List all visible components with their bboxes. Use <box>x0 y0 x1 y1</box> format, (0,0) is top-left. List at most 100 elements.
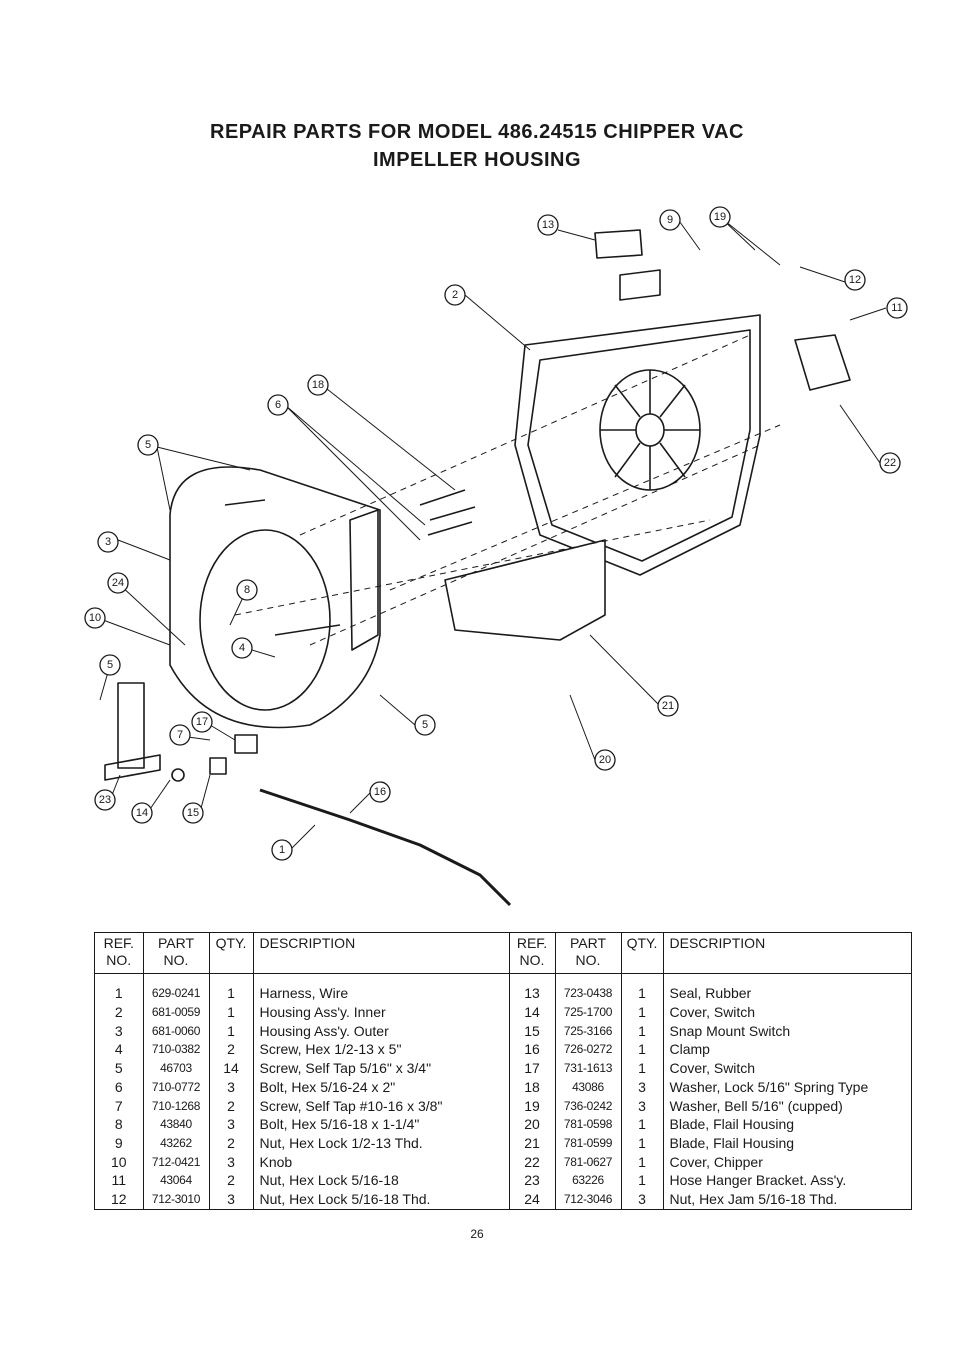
part-cell: 723-0438 <box>554 973 621 1004</box>
svg-text:20: 20 <box>599 754 611 766</box>
callout-7: 7 <box>169 724 191 746</box>
ref-cell: 16 <box>508 1040 555 1060</box>
title-line-2: IMPELLER HOUSING <box>372 149 581 171</box>
qty-cell: 1 <box>620 1152 663 1172</box>
part-cell: 710-1268 <box>142 1096 209 1116</box>
qty-cell: 1 <box>620 1134 663 1153</box>
qty-cell: 1 <box>208 1021 253 1041</box>
desc-cell: Blade, Flail Housing <box>662 1134 911 1153</box>
part-cell: 781-0598 <box>554 1115 621 1135</box>
ref-cell: 3 <box>114 1022 123 1039</box>
svg-text:11: 11 <box>891 302 902 314</box>
table-row: 3 681-0060 1 Housing Ass'y. Outer 15 725… <box>95 1021 911 1041</box>
part-cell: 712-3046 <box>554 1190 621 1209</box>
svg-text:14: 14 <box>136 807 148 819</box>
flail-blade-plate <box>444 539 606 641</box>
svg-text:8: 8 <box>244 584 250 596</box>
callout-24: 24 <box>107 572 129 594</box>
ref-cell: 23 <box>508 1171 555 1191</box>
callout-5-left: 5 <box>99 654 121 676</box>
desc-cell: Screw, Hex 1/2-13 x 5" <box>252 1040 509 1060</box>
ref-cell: 21 <box>508 1134 555 1153</box>
hose-hanger-bracket <box>117 682 145 769</box>
desc-cell: Nut, Hex Lock 1/2-13 Thd. <box>252 1134 509 1153</box>
callout-5-lower: 5 <box>414 714 436 736</box>
table-row: 10 712-0421 3 Knob 22 781-0627 1 Cover, … <box>95 1152 911 1172</box>
svg-text:17: 17 <box>196 716 208 728</box>
table-row: 8 43840 3 Bolt, Hex 5/16-18 x 1-1/4" 20 … <box>95 1115 911 1135</box>
svg-text:5: 5 <box>422 719 428 731</box>
callout-14: 14 <box>131 802 153 824</box>
part-cell: 725-3166 <box>554 1021 621 1041</box>
qty-cell: 3 <box>620 1096 663 1116</box>
callout-9: 9 <box>659 209 681 231</box>
desc-cell: Nut, Hex Lock 5/16-18 Thd. <box>252 1190 509 1209</box>
ref-cell: 5 <box>114 1060 123 1077</box>
qty-cell: 14 <box>208 1059 253 1078</box>
part-cell: 710-0382 <box>142 1040 209 1060</box>
header-desc-right: DESCRIPTION <box>662 933 911 974</box>
desc-cell: Blade, Flail Housing <box>662 1115 911 1135</box>
header-part-left: PART NO. <box>142 933 209 974</box>
svg-text:10: 10 <box>89 612 101 624</box>
svg-text:21: 21 <box>662 700 674 712</box>
desc-cell: Cover, Switch <box>662 1059 911 1078</box>
bolts <box>224 489 476 636</box>
qty-cell: 2 <box>208 1134 253 1153</box>
ref-cell: 8 <box>114 1116 123 1133</box>
svg-text:16: 16 <box>374 786 386 798</box>
callout-11: 11 <box>886 297 908 319</box>
switch-cover <box>234 734 258 754</box>
chipper-cover <box>794 334 851 391</box>
svg-text:23: 23 <box>99 794 111 806</box>
callout-20: 20 <box>594 749 616 771</box>
part-cell: 726-0272 <box>554 1040 621 1060</box>
ref-cell: 10 <box>110 1153 127 1170</box>
table-header-row: REF. NO. PART NO. QTY. DESCRIPTION REF. … <box>95 933 911 974</box>
rubber-seal <box>594 229 643 259</box>
callout-13: 13 <box>537 214 559 236</box>
svg-text:7: 7 <box>177 729 183 741</box>
desc-cell: Nut, Hex Jam 5/16-18 Thd. <box>662 1190 911 1209</box>
qty-cell: 1 <box>620 1003 663 1022</box>
ref-cell: 9 <box>114 1135 123 1152</box>
housing-flange <box>619 269 661 301</box>
part-cell: 712-0421 <box>142 1152 209 1172</box>
part-cell: 681-0060 <box>142 1021 209 1041</box>
qty-cell: 1 <box>620 1115 663 1135</box>
desc-cell: Snap Mount Switch <box>662 1021 911 1041</box>
svg-text:6: 6 <box>275 399 281 411</box>
snap-mount-switch <box>209 757 227 775</box>
qty-cell: 2 <box>208 1096 253 1116</box>
impeller-blades <box>600 370 700 490</box>
ref-cell: 1 <box>114 985 123 1001</box>
title-line-1: REPAIR PARTS FOR MODEL 486.24515 CHIPPER… <box>210 121 744 143</box>
qty-cell: 3 <box>208 1190 253 1209</box>
ref-cell: 4 <box>114 1041 123 1058</box>
callout-8: 8 <box>236 579 258 601</box>
table-row: 6 710-0772 3 Bolt, Hex 5/16-24 x 2" 18 4… <box>95 1077 911 1097</box>
desc-cell: Clamp <box>662 1040 911 1060</box>
qty-cell: 2 <box>208 1171 253 1191</box>
table-row: 9 43262 2 Nut, Hex Lock 1/2-13 Thd. 21 7… <box>95 1134 911 1153</box>
svg-text:13: 13 <box>542 219 554 231</box>
ref-cell: 6 <box>114 1078 123 1095</box>
part-cell: 781-0627 <box>554 1152 621 1172</box>
svg-text:2: 2 <box>452 289 458 301</box>
qty-cell: 1 <box>620 1021 663 1041</box>
part-cell: 710-0772 <box>142 1077 209 1097</box>
part-cell: 43262 <box>142 1134 209 1153</box>
qty-cell: 1 <box>620 973 663 1004</box>
header-ref-left: REF. NO. <box>95 933 143 974</box>
ref-cell: 18 <box>508 1077 555 1097</box>
part-cell: 731-1613 <box>554 1059 621 1078</box>
callout-3: 3 <box>97 531 119 553</box>
desc-cell: Washer, Lock 5/16" Spring Type <box>662 1077 911 1097</box>
callout-6: 6 <box>267 394 289 416</box>
callout-15: 15 <box>182 802 204 824</box>
desc-cell: Housing Ass'y. Inner <box>252 1003 509 1022</box>
qty-cell: 3 <box>208 1115 253 1135</box>
part-cell: 43840 <box>142 1115 209 1135</box>
ref-cell: 12 <box>110 1191 127 1208</box>
qty-cell: 1 <box>208 1003 253 1022</box>
